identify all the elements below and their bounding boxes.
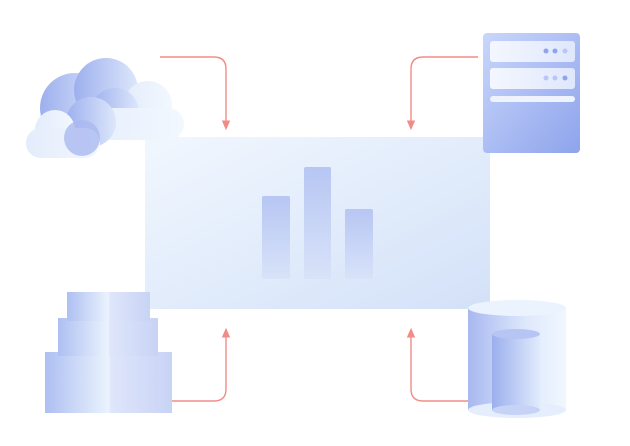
bar-3	[345, 209, 373, 279]
arrow-icon	[406, 56, 478, 131]
arrow-icon	[160, 327, 231, 402]
arrow-icon	[160, 56, 231, 131]
dashboard-panel	[145, 137, 490, 309]
bar-chart-icon	[262, 167, 373, 279]
cloud-icon	[26, 58, 184, 158]
arrow-icon	[406, 327, 470, 402]
bar-2	[304, 167, 331, 279]
server-icon	[483, 33, 580, 153]
bar-1	[262, 196, 290, 279]
database-cylinder-icon	[468, 300, 566, 418]
stacked-boxes-icon	[45, 292, 172, 413]
